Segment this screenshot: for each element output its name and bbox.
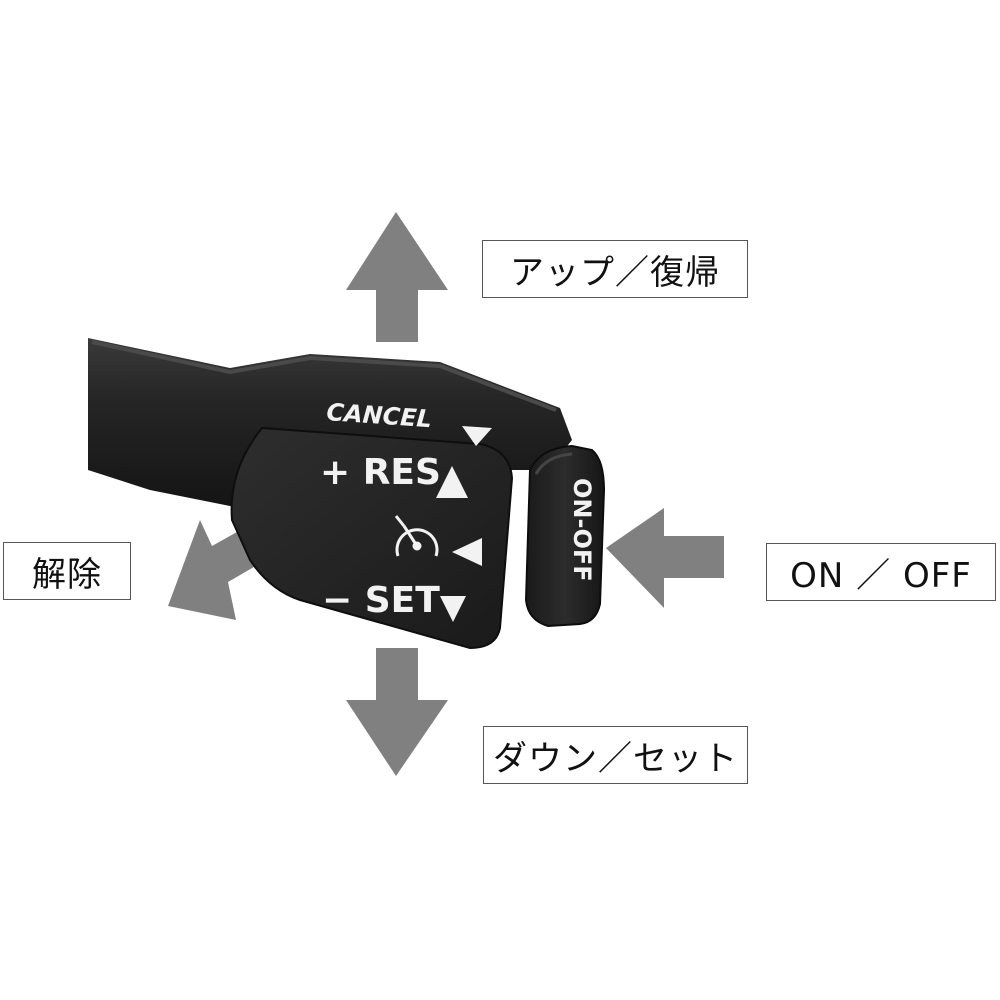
- onoff-text: ON-OFF: [568, 478, 596, 582]
- down-set-label: ダウン／セット: [483, 726, 748, 784]
- cancel-triangle-icon: [462, 426, 492, 446]
- lever-face: [230, 426, 514, 650]
- on-off-label: ON ／ OFF: [766, 543, 996, 601]
- down-set-text: ダウン／セット: [493, 738, 738, 779]
- up-arrow-icon: [346, 212, 448, 342]
- up-resume-text: アップ／復帰: [510, 252, 720, 293]
- cancel-label: 解除: [3, 542, 131, 600]
- down-arrow-icon: [346, 648, 448, 776]
- triangle-left-icon: [452, 538, 482, 566]
- speedometer-icon: [394, 515, 439, 557]
- cancel-label-text: 解除: [32, 554, 102, 595]
- triangle-down-icon: [440, 596, 466, 622]
- set-text: − SET: [322, 580, 440, 621]
- res-text: + RES: [320, 452, 441, 493]
- push-arrow-icon: [606, 508, 724, 608]
- onoff-button: [524, 444, 606, 628]
- triangle-up-icon: [436, 466, 468, 498]
- up-resume-label: アップ／復帰: [482, 240, 748, 298]
- on-off-label-text: ON ／ OFF: [790, 555, 972, 596]
